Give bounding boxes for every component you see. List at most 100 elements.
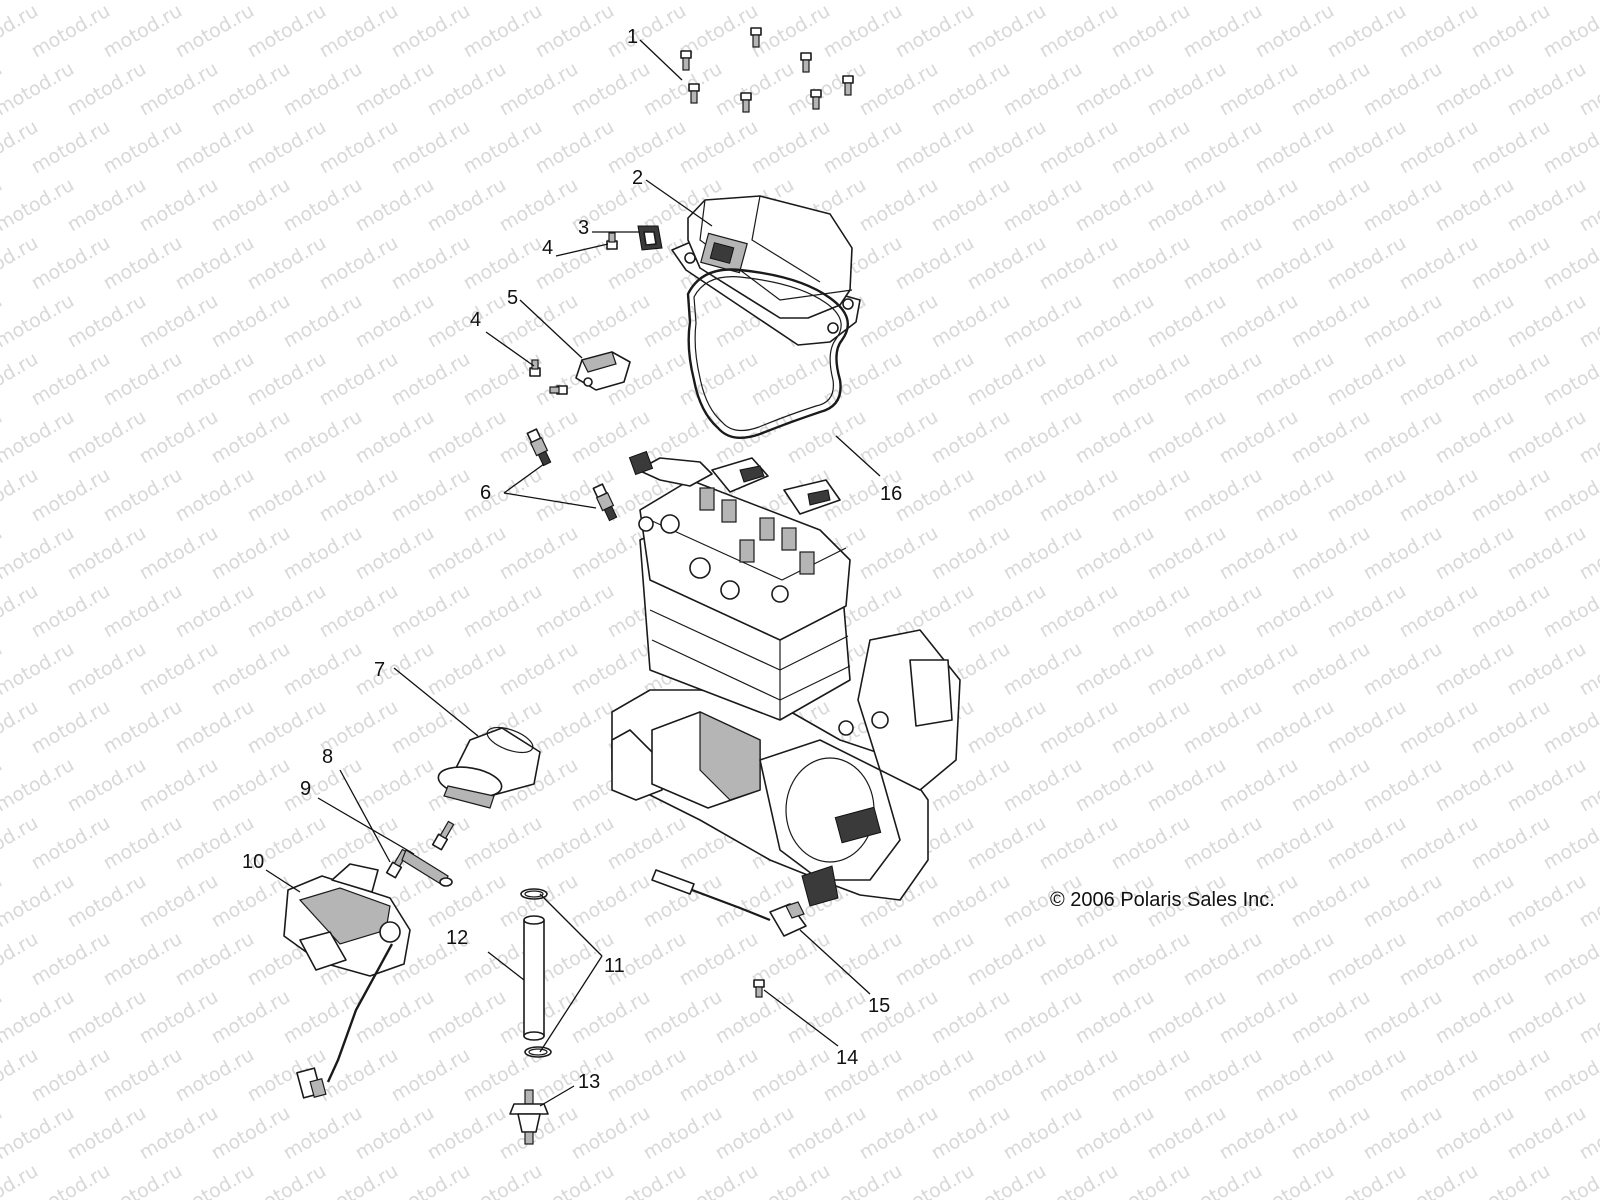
watermark-text: motod.ru (784, 0, 870, 4)
watermark-text: motod.ru (1504, 58, 1590, 121)
watermark-text: motod.ru (0, 406, 78, 469)
watermark-text: motod.ru (820, 1160, 906, 1200)
watermark-text: motod.ru (784, 986, 870, 1049)
watermark-text: motod.ru (316, 464, 402, 527)
watermark-text: motod.ru (1288, 0, 1374, 4)
watermark-text: motod.ru (1216, 986, 1302, 1049)
watermark-text: motod.ru (1108, 1160, 1194, 1200)
watermark-text: motod.ru (1144, 754, 1230, 817)
watermark-text: motod.ru (1180, 232, 1266, 295)
watermark-text: motod.ru (1324, 1044, 1410, 1107)
watermark-text: motod.ru (568, 1102, 654, 1165)
watermark-text: motod.ru (820, 116, 906, 179)
watermark-text: motod.ru (172, 232, 258, 295)
watermark-text: motod.ru (280, 522, 366, 585)
watermark-text: motod.ru (532, 696, 618, 759)
watermark-text: motod.ru (424, 986, 510, 1049)
watermark-text: motod.ru (172, 0, 258, 62)
watermark-text: motod.ru (244, 580, 330, 643)
watermark-text: motod.ru (604, 0, 690, 62)
watermark-text: motod.ru (1432, 522, 1518, 585)
watermark-text: motod.ru (1468, 1044, 1554, 1107)
watermark-text: motod.ru (1396, 580, 1482, 643)
watermark-text: motod.ru (892, 232, 978, 295)
watermark-text: motod.ru (1072, 290, 1158, 353)
watermark-text: motod.ru (1144, 174, 1230, 237)
watermark-text: motod.ru (1108, 348, 1194, 411)
watermark-text: motod.ru (1144, 986, 1230, 1049)
watermark-text: motod.ru (928, 522, 1014, 585)
watermark-text: motod.ru (1468, 1160, 1554, 1200)
watermark-text: motod.ru (1432, 0, 1518, 4)
watermark-text: motod.ru (568, 638, 654, 701)
watermark-text: motod.ru (1432, 638, 1518, 701)
watermark-text: motod.ru (280, 58, 366, 121)
watermark-text: motod.ru (496, 0, 582, 4)
watermark-text: motod.ru (640, 986, 726, 1049)
watermark-text: motod.ru (928, 986, 1014, 1049)
watermark-text: motod.ru (172, 1160, 258, 1200)
watermark-text: motod.ru (1216, 406, 1302, 469)
watermark-text: motod.ru (1288, 174, 1374, 237)
watermark-text: motod.ru (1432, 870, 1518, 933)
watermark-text: motod.ru (640, 0, 726, 4)
watermark-text: motod.ru (1360, 406, 1446, 469)
watermark-text: motod.ru (1000, 406, 1086, 469)
watermark-text: motod.ru (928, 406, 1014, 469)
watermark-text: motod.ru (1216, 522, 1302, 585)
watermark-text: motod.ru (640, 1102, 726, 1165)
watermark-text: motod.ru (1468, 580, 1554, 643)
watermark-text: motod.ru (1504, 754, 1590, 817)
watermark-text: motod.ru (1072, 174, 1158, 237)
watermark-text: motod.ru (1036, 812, 1122, 875)
watermark-text: motod.ru (964, 232, 1050, 295)
watermark-text: motod.ru (640, 290, 726, 353)
watermark-text: motod.ru (1072, 0, 1158, 4)
watermark-text: motod.ru (964, 580, 1050, 643)
watermark-text: motod.ru (1216, 0, 1302, 4)
watermark-text: motod.ru (1432, 174, 1518, 237)
watermark-text: motod.ru (856, 174, 942, 237)
watermark-text: motod.ru (136, 986, 222, 1049)
watermark-text: motod.ru (352, 58, 438, 121)
callout-2: 2 (632, 167, 643, 189)
watermark-text: motod.ru (0, 0, 78, 4)
watermark-text: motod.ru (1468, 812, 1554, 875)
watermark-text: motod.ru (532, 1160, 618, 1200)
watermark-text: motod.ru (136, 290, 222, 353)
watermark-text: motod.ru (64, 0, 150, 4)
watermark-text: motod.ru (568, 0, 654, 4)
watermark-text: motod.ru (136, 58, 222, 121)
watermark-text: motod.ru (1432, 406, 1518, 469)
watermark-text: motod.ru (1252, 116, 1338, 179)
watermark-text: motod.ru (0, 1160, 42, 1200)
watermark-text: motod.ru (1288, 870, 1374, 933)
watermark-text: motod.ru (1504, 174, 1590, 237)
watermark-text: motod.ru (1540, 1044, 1600, 1107)
watermark-text: motod.ru (64, 290, 150, 353)
watermark-text: motod.ru (1108, 464, 1194, 527)
watermark-text: motod.ru (496, 638, 582, 701)
watermark-text: motod.ru (64, 1102, 150, 1165)
watermark-text: motod.ru (1144, 290, 1230, 353)
watermark-text: motod.ru (1504, 638, 1590, 701)
watermark-text: motod.ru (748, 1160, 834, 1200)
watermark-text: motod.ru (460, 116, 546, 179)
watermark-text: motod.ru (0, 638, 78, 701)
watermark-text: motod.ru (1396, 348, 1482, 411)
watermark-text: motod.ru (316, 116, 402, 179)
watermark-text: motod.ru (712, 1102, 798, 1165)
watermark-text: motod.ru (424, 0, 510, 4)
watermark-text: motod.ru (856, 1102, 942, 1165)
watermark-text: motod.ru (208, 522, 294, 585)
watermark-text: motod.ru (856, 58, 942, 121)
watermark-text: motod.ru (136, 870, 222, 933)
watermark-text: motod.ru (1360, 290, 1446, 353)
watermark-text: motod.ru (1396, 116, 1482, 179)
check-valve-part-13 (509, 1089, 549, 1145)
watermark-text: motod.ru (1252, 464, 1338, 527)
watermark-text: motod.ru (1144, 58, 1230, 121)
watermark-text: motod.ru (1396, 0, 1482, 62)
watermark-text: motod.ru (1360, 638, 1446, 701)
